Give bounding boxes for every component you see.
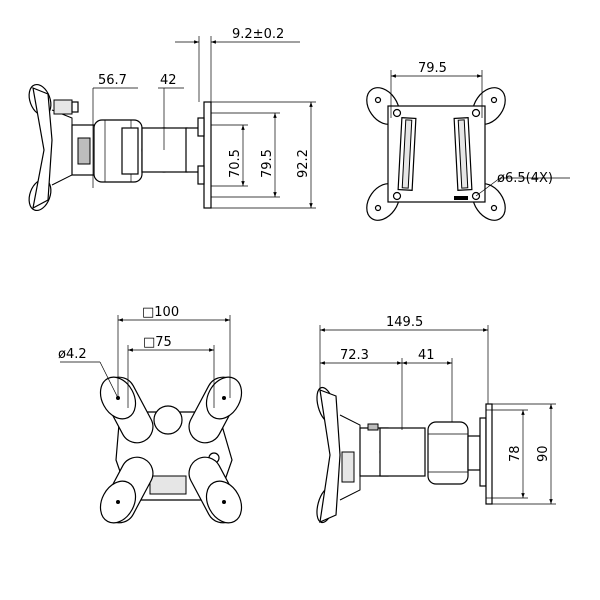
dim-side-left: 56.7 [98, 73, 127, 88]
dim-front-hole: ø6.5(4X) [497, 171, 553, 186]
profile-view-dimensions: 149.5 72.3 41 78 90 [319, 315, 556, 505]
profile-view-bracket [316, 386, 493, 524]
dim-profile-outer-height: 90 [536, 445, 551, 462]
profile-view: 149.5 72.3 41 78 90 [316, 315, 556, 524]
front-view: 79.5 ø6.5(4X) [366, 61, 570, 221]
dim-side-mid: 42 [160, 73, 177, 88]
dim-side-mid-height: 79.5 [260, 149, 275, 178]
dim-base-outer-square: □100 [142, 305, 179, 320]
dim-profile-right: 41 [418, 348, 435, 363]
dim-side-inner: 70.5 [228, 149, 243, 178]
base-view-body [99, 376, 243, 524]
side-view: 9.2±0.2 56.7 42 70.5 79.5 92.2 [28, 27, 316, 212]
dim-side-outer: 92.2 [296, 149, 311, 178]
dim-profile-total: 149.5 [386, 315, 423, 330]
front-view-plate [366, 87, 506, 221]
base-view-dimensions: □100 □75 ø4.2 [58, 305, 231, 408]
dim-base-inner-square: □75 [143, 335, 172, 350]
front-view-dimensions: 79.5 ø6.5(4X) [390, 61, 570, 197]
dim-profile-left: 72.3 [340, 348, 369, 363]
base-view: □100 □75 ø4.2 [58, 305, 243, 524]
side-view-bracket [28, 83, 212, 212]
dim-profile-inner-height: 78 [508, 445, 523, 462]
side-view-dimensions: 9.2±0.2 56.7 42 70.5 79.5 92.2 [92, 27, 316, 209]
dim-front-width: 79.5 [418, 61, 447, 76]
dim-base-hole: ø4.2 [58, 347, 87, 362]
dim-side-thickness: 9.2±0.2 [232, 27, 284, 42]
